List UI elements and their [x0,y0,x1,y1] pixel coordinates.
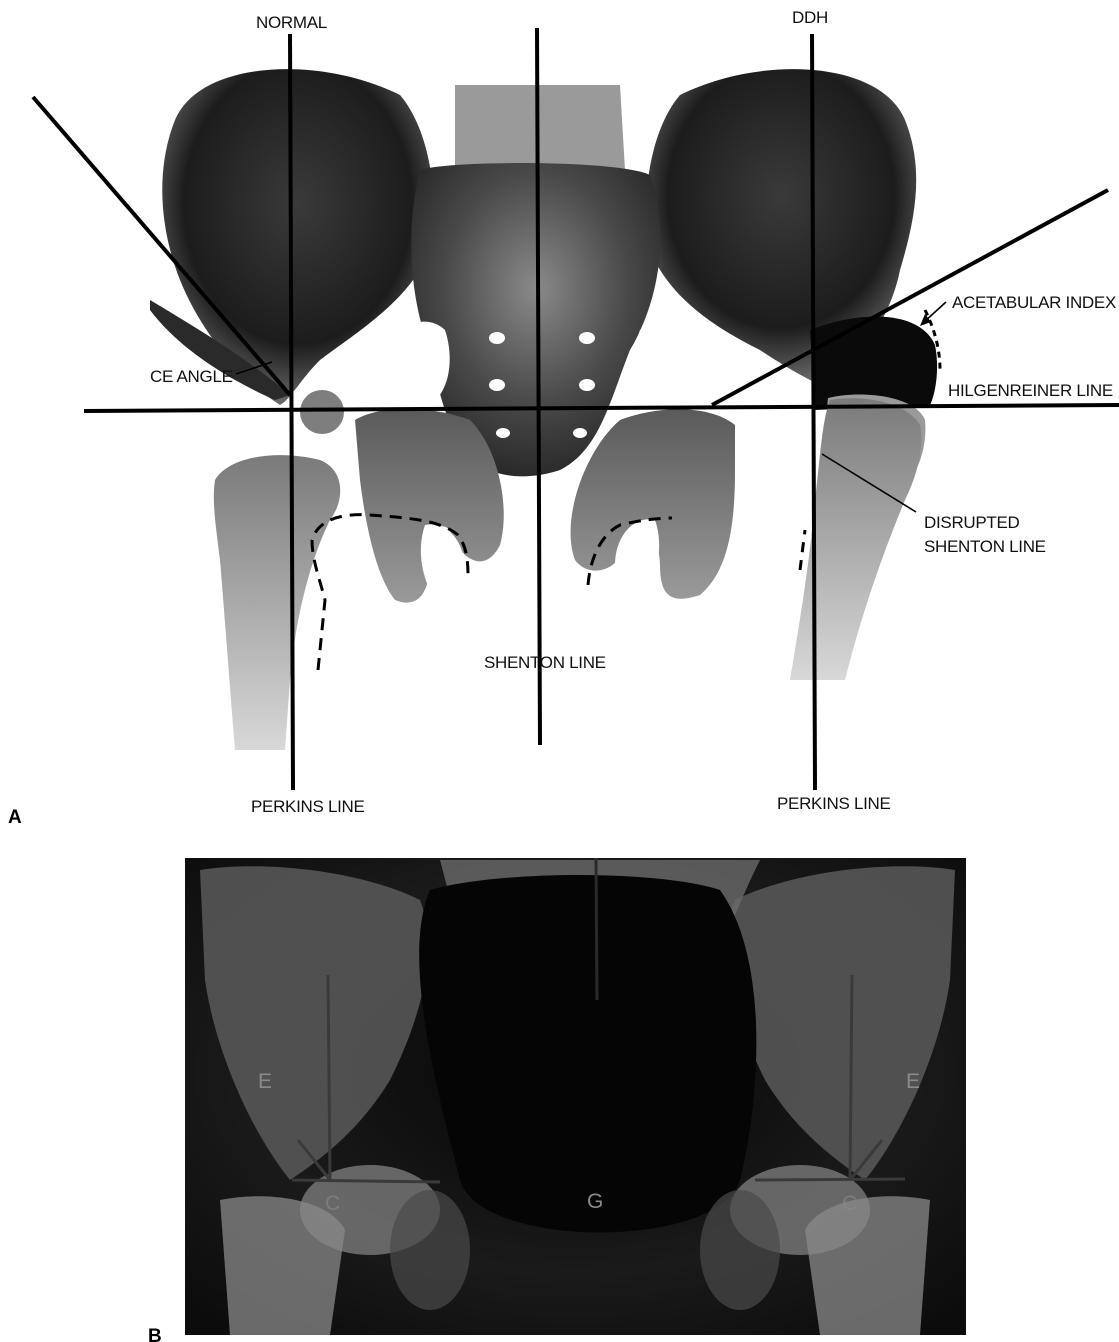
lumbar-spine [455,85,625,170]
xray-right-pubis [700,1190,780,1310]
label-hilgenreiner-line: HILGENREINER LINE [948,381,1113,400]
label-perkins-right: PERKINS LINE [777,794,891,813]
xray-hilgenreiner-left [292,1180,440,1182]
panel-a-letter: A [8,807,22,828]
label-normal: NORMAL [256,13,327,32]
panel-b-letter: B [148,1326,162,1342]
xray-label-e-left: E [258,1070,272,1093]
xray-left-femur [220,1196,345,1335]
label-disrupted-shenton-1: DISRUPTED [924,513,1020,532]
shenton-line-disrupted [800,530,805,570]
label-shenton-line: SHENTON LINE [484,653,606,672]
xray-label-g-center: G [587,1190,603,1213]
label-disrupted-shenton-2: SHENTON LINE [924,537,1046,556]
xray-label-e-right: E [906,1070,920,1093]
pelvic-inlet-right [635,322,690,410]
left-femoral-head [300,390,344,434]
xray-right-femur [805,1196,930,1335]
panel-b-xray: E E G C C B [148,858,966,1342]
panel-a-pelvis-diagram: NORMAL DDH ACETABULAR INDEX CE ANGLE HIL… [8,8,1119,828]
acetabular-index-arrowhead [920,314,931,326]
xray-label-c-left: C [325,1192,340,1215]
label-ce-angle: CE ANGLE [150,367,233,386]
xray-hilgenreiner-right [755,1179,905,1180]
xray-pelvic-cavity [419,875,756,1233]
xray-label-c-right: C [842,1192,857,1215]
left-femur [214,455,340,750]
xray-perkins-left [328,975,330,1180]
xray-perkins-right [850,975,852,1180]
label-acetabular-index: ACETABULAR INDEX [952,293,1116,312]
right-femur [790,398,921,680]
label-perkins-left: PERKINS LINE [251,797,365,816]
xray-left-pubis [390,1190,470,1310]
xray-midline [596,858,597,1000]
label-ddh: DDH [792,8,828,27]
